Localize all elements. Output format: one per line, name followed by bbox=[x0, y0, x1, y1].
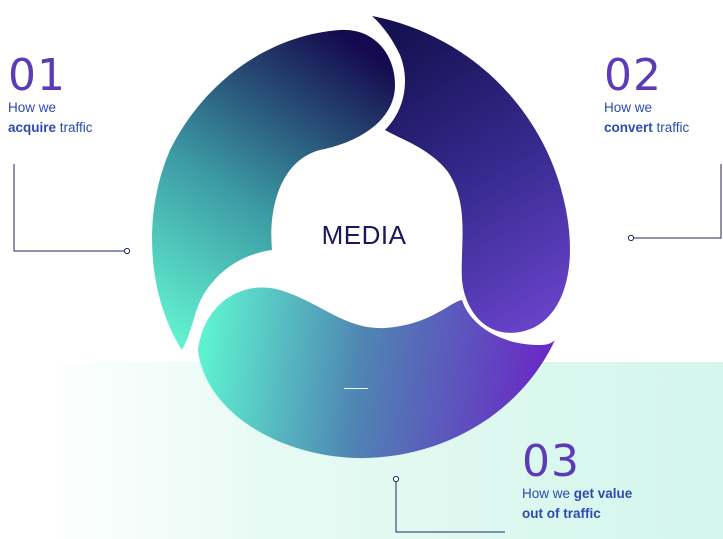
caption-emphasis: out of traffic bbox=[522, 506, 601, 521]
step-caption: How we acquire traffic bbox=[8, 98, 93, 138]
connector-03 bbox=[392, 475, 505, 533]
caption-text: How we bbox=[8, 100, 57, 115]
caption-emphasis: convert bbox=[604, 120, 653, 135]
ring-segment-value bbox=[198, 287, 555, 459]
step-03: 03 How we get value out of traffic bbox=[522, 440, 632, 524]
caption-text: How we bbox=[604, 100, 653, 115]
ring-segment-convert bbox=[372, 16, 570, 333]
ring-segment-acquire bbox=[152, 29, 395, 351]
step-01: 01 How we acquire traffic bbox=[8, 54, 93, 138]
step-number: 02 bbox=[604, 50, 662, 101]
caption-emphasis: acquire bbox=[8, 120, 57, 135]
caption-text: How we bbox=[522, 486, 571, 501]
step-02: 02 How we convert traffic bbox=[604, 54, 689, 138]
connector-01 bbox=[13, 164, 131, 255]
caption-text: traffic bbox=[59, 120, 93, 135]
step-caption: How we convert traffic bbox=[604, 98, 689, 138]
step-caption: How we get value out of traffic bbox=[522, 484, 632, 524]
step-number: 03 bbox=[522, 436, 580, 487]
connector-02 bbox=[627, 164, 722, 242]
center-divider bbox=[344, 388, 368, 389]
center-label: MEDIA bbox=[321, 220, 407, 250]
caption-emphasis: get value bbox=[573, 486, 633, 501]
step-number: 01 bbox=[8, 50, 66, 101]
caption-text: traffic bbox=[656, 120, 690, 135]
